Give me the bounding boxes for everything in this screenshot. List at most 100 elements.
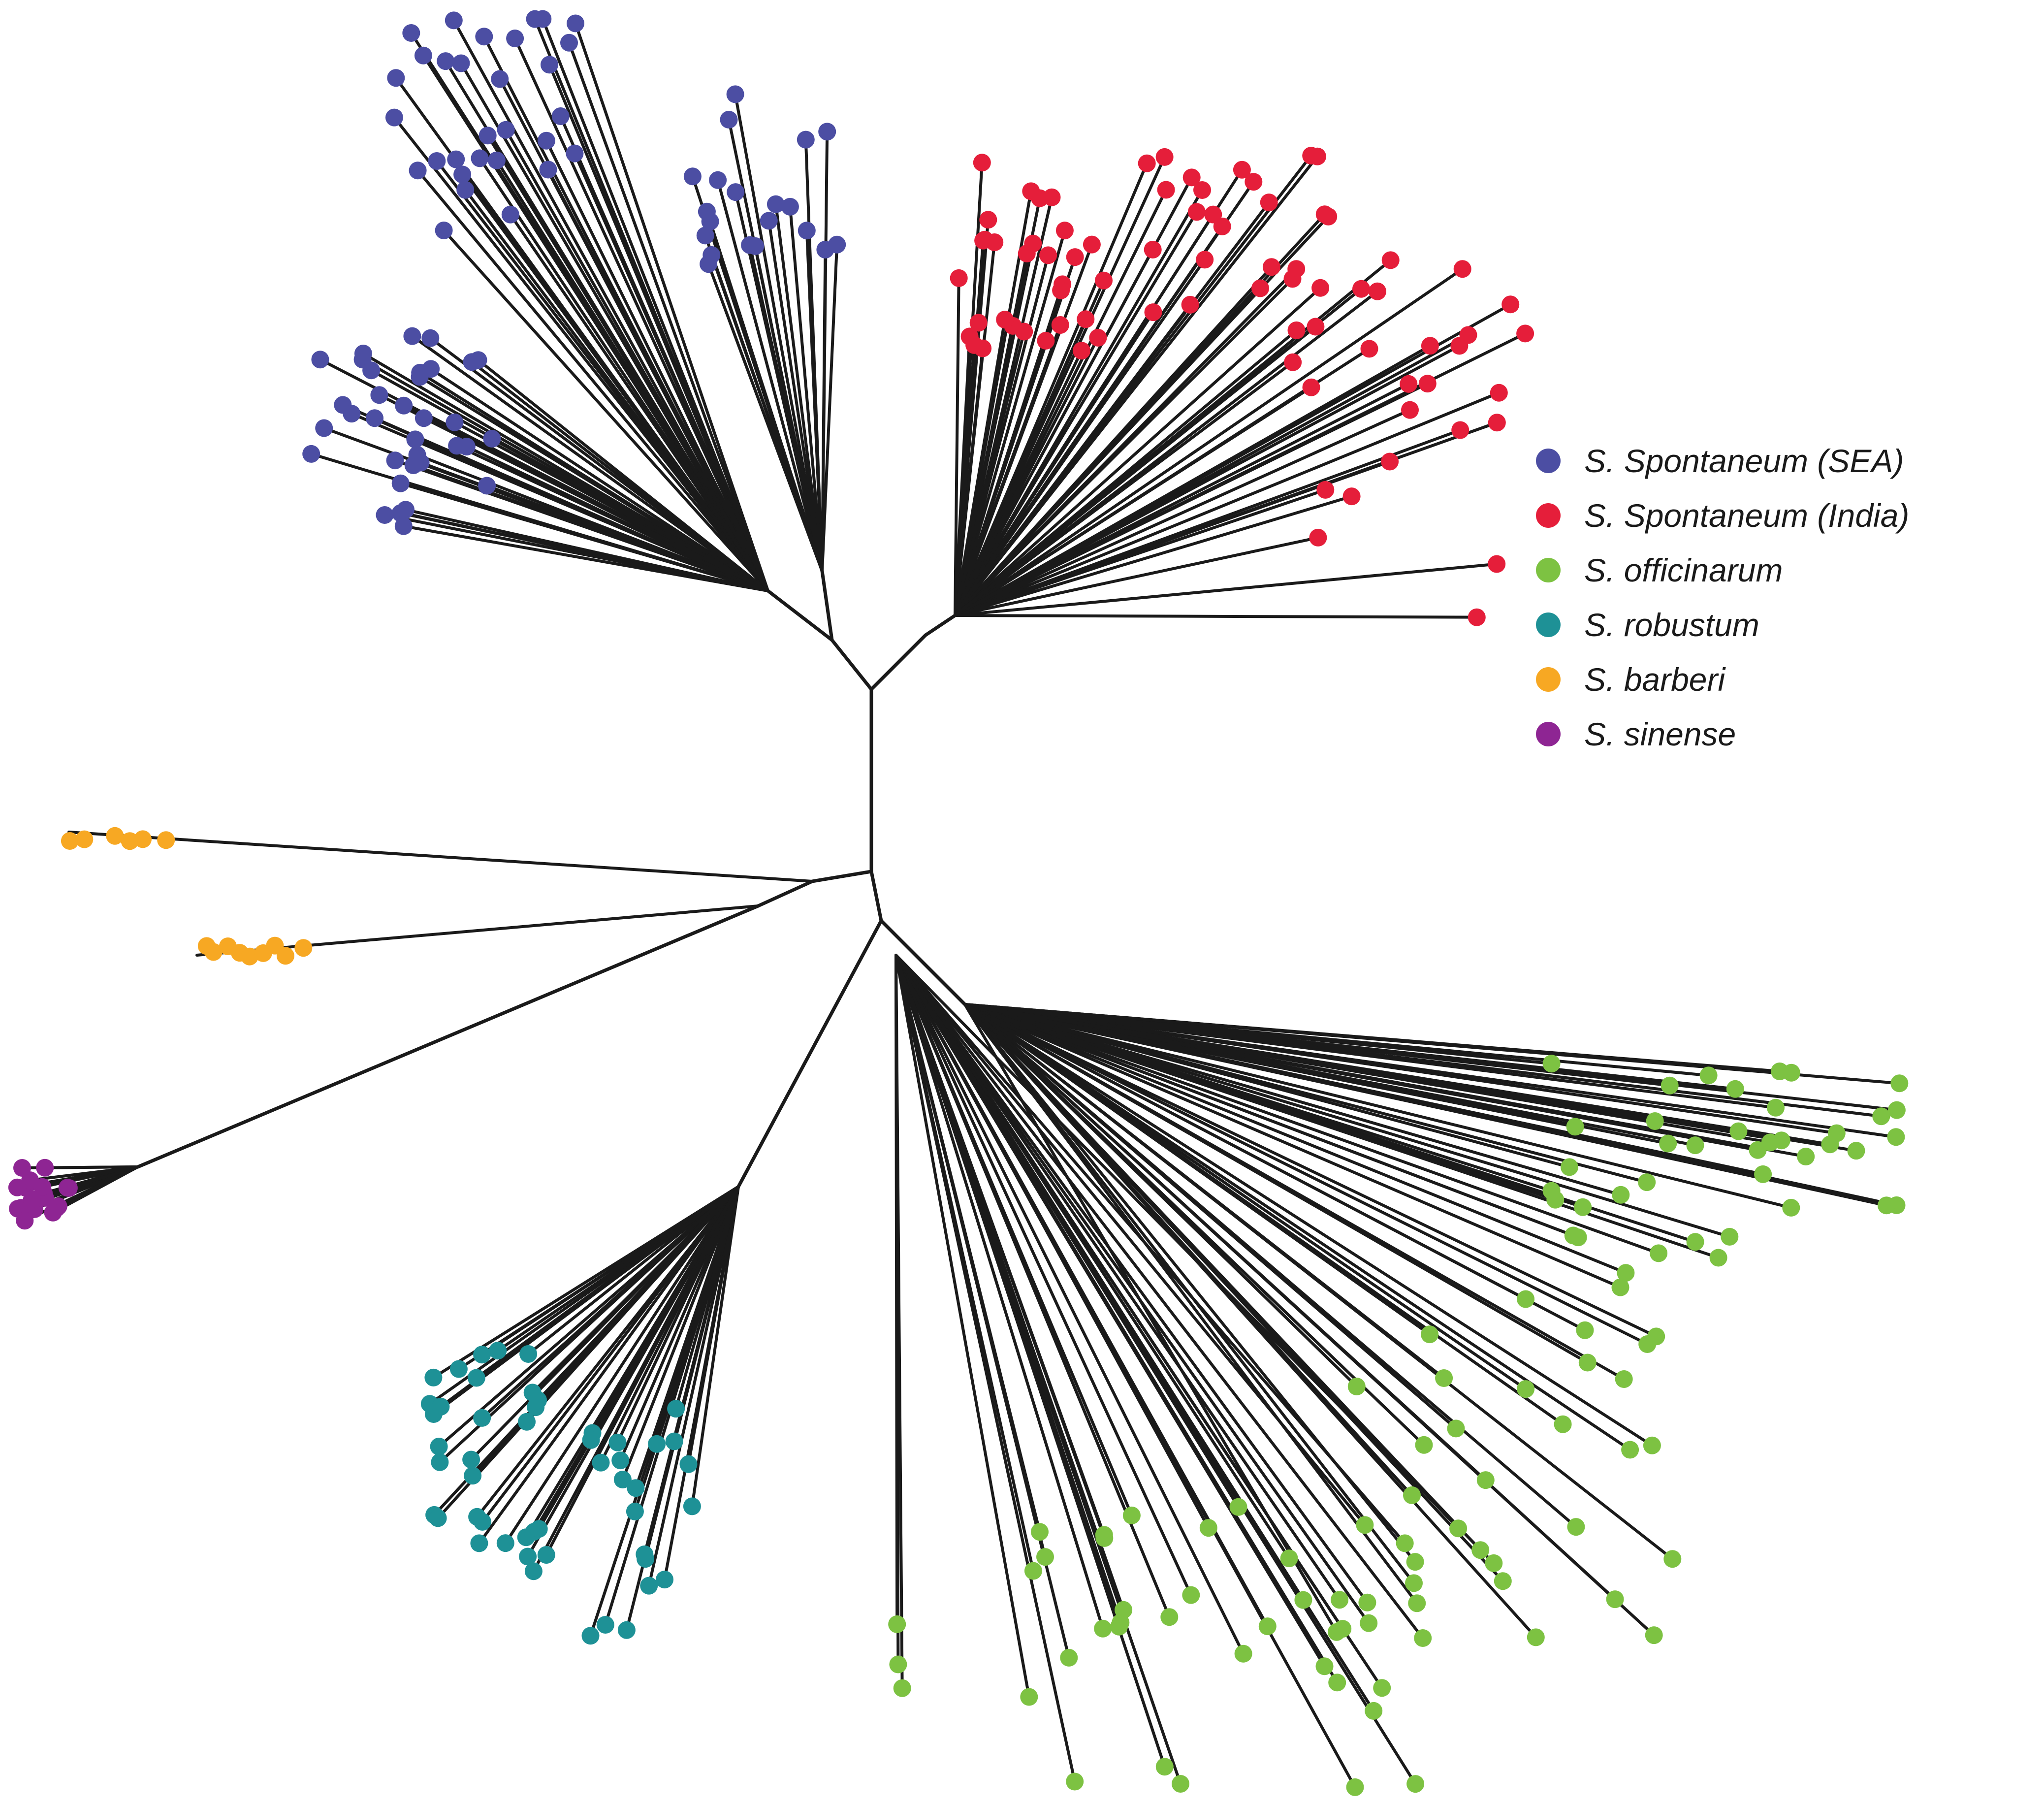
leaf-node-sea: [453, 165, 472, 184]
leaf-node-rob: [636, 1545, 654, 1563]
leaf-branch-off: [963, 1003, 1649, 1346]
leaf-node-sea: [683, 167, 702, 186]
leaf-branch-india: [954, 311, 1155, 617]
leaf-node-sea: [387, 69, 405, 87]
leaf-node-rob: [640, 1577, 658, 1595]
leaf-node-sea: [696, 226, 714, 245]
legend-item-sea: S. Spontaneum (SEA): [1536, 433, 1909, 488]
leaf-node-sea: [781, 197, 799, 216]
leaf-node-rob: [617, 1621, 636, 1639]
leaf-branch-off: [963, 1003, 1426, 1447]
leaf-node-sea: [566, 144, 584, 162]
leaf-node-off: [1638, 1173, 1656, 1192]
leaf-node-off: [1606, 1590, 1624, 1609]
leaf-node-off: [1638, 1335, 1657, 1353]
leaf-branch-sea: [370, 369, 769, 592]
leaf-node-rob: [496, 1534, 514, 1552]
leaf-node-off: [1567, 1518, 1585, 1536]
leaf-branch-off: [963, 1003, 1731, 1238]
leaf-branch-sea: [442, 228, 769, 592]
leaf-branch-off: [963, 1003, 1622, 1289]
leaf-node-off: [1160, 1608, 1179, 1626]
leaf-branch-india: [954, 154, 1313, 617]
leaf-node-bar: [157, 831, 175, 849]
leaf-node-india: [1144, 303, 1162, 322]
leaf-node-sea: [302, 445, 320, 463]
leaf-node-sin: [60, 1179, 78, 1197]
leaf-node-rob: [679, 1455, 698, 1473]
leaf-node-india: [1287, 260, 1306, 278]
legend-swatch-officinarum: [1536, 557, 1561, 582]
leaf-node-off: [1847, 1142, 1865, 1160]
leaf-branch-off: [894, 954, 1031, 1699]
leaf-node-off: [1331, 1591, 1349, 1609]
leaf-node-off: [1229, 1498, 1247, 1516]
leaf-branch-sea: [703, 234, 824, 573]
leaf-node-off: [1115, 1601, 1133, 1619]
leaf-node-off: [1767, 1098, 1785, 1117]
backbone-branch: [830, 638, 873, 691]
leaf-node-sea: [385, 108, 403, 127]
leaf-node-india: [1352, 280, 1370, 298]
leaf-node-off: [1234, 1644, 1252, 1663]
leaf-node-off: [1797, 1148, 1815, 1165]
leaf-node-rob: [530, 1520, 548, 1538]
leaf-node-sea: [487, 151, 506, 169]
legend-label-sinense: S. sinense: [1584, 715, 1736, 752]
leaf-branch-sea: [421, 54, 769, 592]
backbone-branch: [736, 919, 883, 1189]
leaf-node-sea: [412, 453, 430, 472]
leaf-branch-india: [954, 188, 1168, 617]
leaf-branch-off: [894, 954, 1245, 1655]
leaf-branch-sea: [383, 513, 769, 592]
leaf-node-off: [1406, 1553, 1424, 1571]
leaf-branch-off: [894, 954, 1406, 1545]
leaf-branch-india: [954, 428, 1462, 617]
leaf-node-off: [1494, 1572, 1512, 1590]
leaf-node-bar: [241, 947, 258, 966]
leaf-node-off: [1686, 1136, 1704, 1155]
leaf-node-india: [950, 269, 968, 287]
leaf-node-off: [1024, 1562, 1042, 1580]
leaf-node-rob: [429, 1509, 447, 1527]
leaf-node-sea: [428, 152, 446, 170]
leaf-node-sea: [366, 409, 383, 427]
leaf-branch-sea: [461, 173, 769, 592]
leaf-node-rob: [462, 1450, 480, 1469]
leaf-node-sea: [315, 419, 333, 437]
leaf-node-bar: [121, 832, 139, 850]
leaf-node-sea: [560, 33, 578, 52]
leaf-node-off: [1421, 1325, 1439, 1344]
leaf-node-india: [1369, 282, 1386, 300]
leaf-node-sea: [491, 70, 509, 88]
leaf-node-sea: [760, 212, 778, 230]
leaf-node-rob: [667, 1400, 685, 1418]
leaf-node-sea: [402, 24, 420, 42]
leaf-node-india: [1066, 248, 1084, 266]
leaf-node-off: [1396, 1534, 1414, 1552]
backbone-branch: [820, 569, 834, 642]
leaf-node-off: [1578, 1353, 1597, 1372]
leaf-node-off: [1554, 1415, 1572, 1433]
leaf-node-india: [1187, 203, 1206, 221]
leaf-node-off: [1659, 1134, 1677, 1153]
leaf-node-sea: [435, 222, 453, 239]
leaf-node-off: [1315, 1657, 1334, 1675]
leaf-node-off: [1709, 1249, 1727, 1267]
leaf-node-india: [979, 211, 997, 229]
leaf-node-rob: [519, 1345, 538, 1363]
backbone-branch: [766, 589, 834, 642]
leaf-node-india: [1342, 487, 1361, 506]
leaf-node-sin: [8, 1178, 26, 1196]
leaf-branch-off: [894, 954, 1425, 1640]
leaf-node-off: [1827, 1124, 1846, 1142]
leaf-branch-india: [954, 391, 1501, 617]
leaf-node-rob: [473, 1409, 491, 1427]
leaf-branch-off: [894, 954, 1193, 1597]
leaf-branch-india: [954, 382, 1429, 617]
leaf-branch-off: [894, 954, 1375, 1712]
leaf-node-off: [1878, 1196, 1895, 1215]
leaf-node-india: [1516, 324, 1534, 343]
leaf-node-sea: [370, 386, 388, 404]
leaf-branch-off: [963, 1003, 1623, 1196]
